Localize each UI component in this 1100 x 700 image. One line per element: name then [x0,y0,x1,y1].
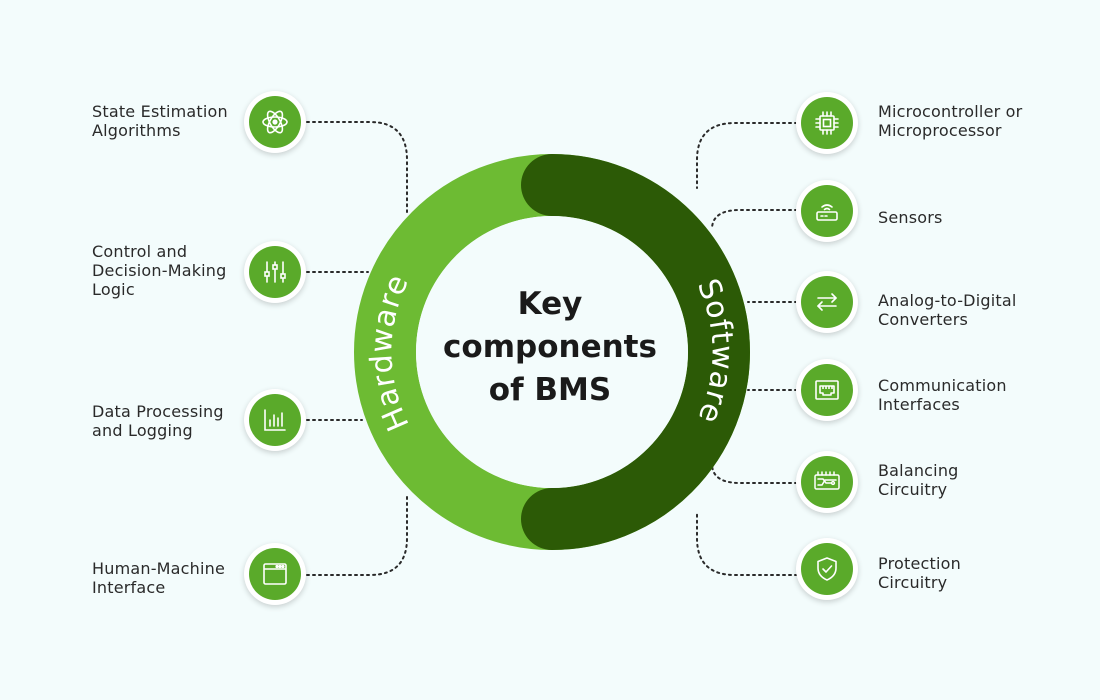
item-label-line: Microprocessor [878,121,1002,140]
item-label-line: Microcontroller or [878,102,1023,121]
icon-badge-fill [249,394,301,446]
item-control-logic-icon-badge[interactable] [244,241,306,303]
atom-icon [262,110,288,134]
connector-sensors [711,209,798,229]
item-label-line: Interfaces [878,395,960,414]
center-title: Key components of BMS [430,283,670,412]
bar-chart-icon [264,409,286,431]
item-label-line: Logic [92,280,135,299]
item-label-line: State Estimation [92,102,228,121]
item-label-line: Data Processing [92,402,224,421]
item-label-line: Control and [92,242,188,261]
sliders-icon [264,261,286,283]
ring-inner-disc [416,216,688,488]
item-adc-icon-badge[interactable] [796,271,858,333]
icon-badge-fill [801,543,853,595]
icon-badge-fill [801,456,853,508]
item-label-line: Protection [878,554,961,573]
center-title-line1: Key [517,286,583,322]
item-label-line: Analog-to-Digital [878,291,1017,310]
circuit-board-icon [814,471,840,490]
ethernet-port-icon [815,380,839,400]
item-sensors-icon-badge[interactable] [796,180,858,242]
icon-badge-fill [249,548,301,600]
item-data-processing-icon-badge[interactable] [244,389,306,451]
connector-microcontroller [696,122,798,189]
icon-badge-fill [801,185,853,237]
arrows-exchange-icon [817,293,837,311]
icon-badge-fill [249,246,301,298]
center-title-line2: components [443,329,657,365]
center-title-line3: of BMS [488,372,612,408]
icon-badge-fill [801,364,853,416]
item-label-line: Balancing [878,461,959,480]
item-label-line: and Logging [92,421,193,440]
item-label-line: Interface [92,578,166,597]
item-label-line: Converters [878,310,969,329]
window-icon [263,563,287,585]
ring-software-segment [521,154,750,550]
item-state-estimation-icon-badge[interactable] [244,91,306,153]
item-label-line: Human-Machine [92,559,226,578]
connector-balancing [711,464,798,484]
ring: Hardware Software [354,154,750,550]
router-icon [816,204,838,221]
icon-badge-fill [249,96,301,148]
item-communication-icon-badge[interactable] [796,359,858,421]
icon-badge-fill [801,97,853,149]
item-label-line: Sensors [878,208,943,227]
icon-badge-fill [801,276,853,328]
connector-hmi [306,493,408,576]
item-sensors-label: Sensors [878,208,943,227]
connectors [306,121,798,576]
item-microcontroller-icon-badge[interactable] [796,92,858,154]
connector-protection [696,511,798,576]
chip-icon [815,111,839,135]
item-label-line: Communication [878,376,1007,395]
item-label-line: Circuitry [878,480,948,499]
item-hmi-icon-badge[interactable] [244,543,306,605]
item-label-line: Circuitry [878,573,948,592]
shield-check-icon [817,557,837,581]
item-protection-icon-badge[interactable] [796,538,858,600]
item-balancing-icon-badge[interactable] [796,451,858,513]
connector-state-estimation [306,121,408,213]
item-label-line: Algorithms [92,121,181,140]
item-label-line: Decision-Making [92,261,227,280]
